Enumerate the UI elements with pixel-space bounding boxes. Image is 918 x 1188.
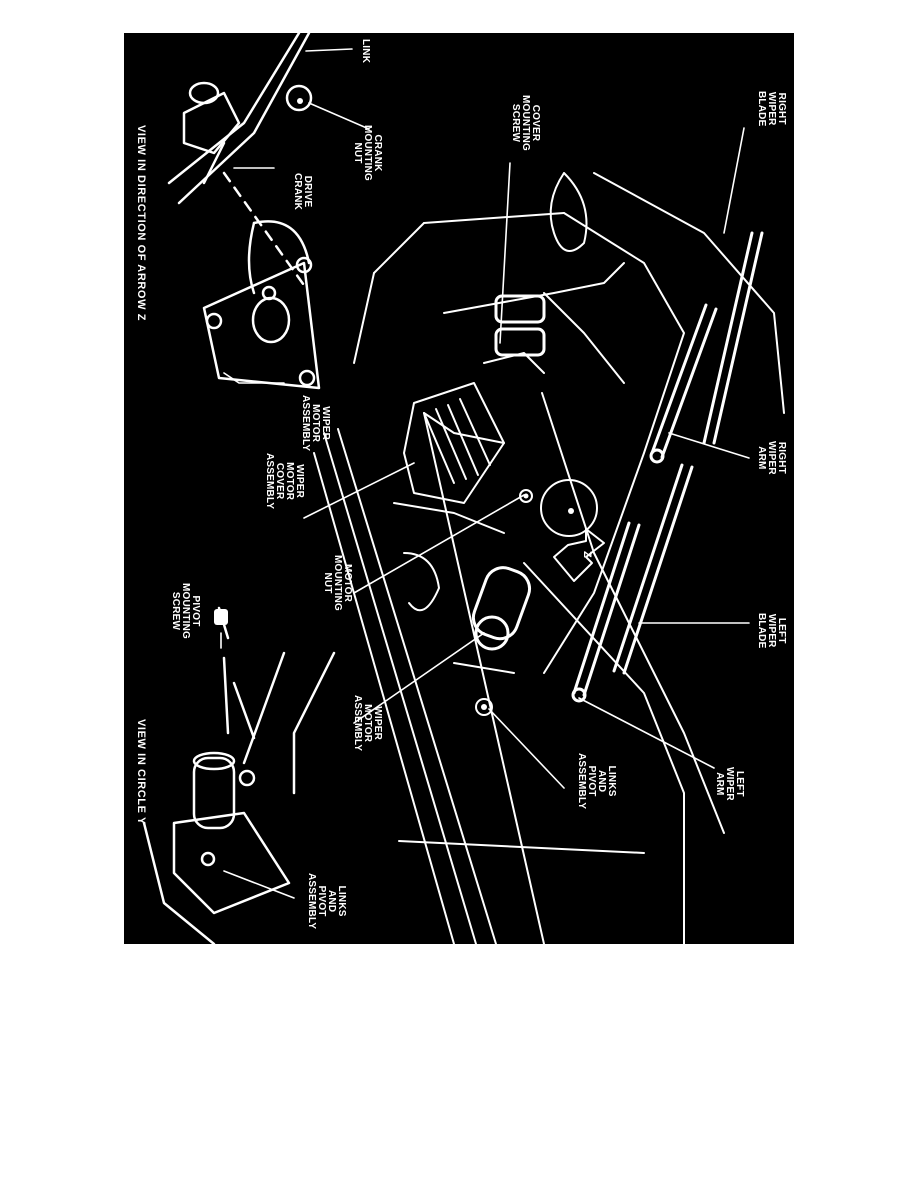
label-right-wiper-blade: RIGHT WIPER BLADE <box>756 91 787 127</box>
arrow-z-shape <box>553 528 605 582</box>
motor-plate-detail <box>202 220 321 390</box>
label-links-and-pivot-assembly-detail: LINKS AND PIVOT ASSEMBLY <box>306 873 347 930</box>
right-wiper-arm-shape <box>649 303 718 464</box>
round-feature-top <box>403 172 588 612</box>
caption-view-circle-y: VIEW IN CIRCLE Y <box>135 719 147 825</box>
diagram-artwork <box>142 33 785 944</box>
leader-lines <box>220 48 750 899</box>
cowl-panel <box>353 172 785 674</box>
motor-cover-block <box>403 382 505 504</box>
lower-pivot-shape <box>475 698 493 716</box>
label-wiper-motor-cover-assembly: WIPER MOTOR COVER ASSEMBLY <box>264 453 305 510</box>
label-drive-crank: DRIVE CRANK <box>292 173 313 211</box>
label-right-wiper-arm: RIGHT WIPER ARM <box>756 441 787 475</box>
label-cover-mounting-screw: COVER MOUNTING SCREW <box>510 95 541 152</box>
motor-mounting-nut-shape <box>519 489 533 503</box>
left-wiper-arm-shape <box>571 521 641 703</box>
cover-openings <box>494 294 546 357</box>
circle-y-outline <box>540 479 598 537</box>
label-left-wiper-arm: LEFT WIPER ARM <box>714 767 745 801</box>
crank-link-detail <box>167 33 313 290</box>
label-link: LINK <box>360 39 371 64</box>
caption-view-arrow-z: VIEW IN DIRECTION OF ARROW Z <box>135 125 147 322</box>
label-left-wiper-blade: LEFT WIPER BLADE <box>756 613 787 649</box>
wiper-system-diagram: LINK CRANK MOUNTING NUT DRIVE CRANK VIEW… <box>124 33 794 944</box>
label-wiper-motor-assembly-detail: WIPER MOTOR ASSEMBLY <box>300 395 331 452</box>
label-links-and-pivot-assembly-main: LINKS AND PIVOT ASSEMBLY <box>576 753 617 810</box>
label-pivot-mounting-screw: PIVOT MOUNTING SCREW <box>170 583 201 640</box>
main-wiper-motor-shape <box>471 566 532 651</box>
pivot-detail <box>142 606 336 944</box>
right-wiper-blade-shape <box>702 231 764 445</box>
label-wiper-motor-assembly-main: WIPER MOTOR ASSEMBLY <box>352 695 383 752</box>
label-crank-mounting-nut: CRANK MOUNTING NUT <box>352 125 383 182</box>
label-motor-mounting-nut: MOTOR MOUNTING NUT <box>322 555 353 612</box>
arrow-z-letter: Z <box>581 551 593 558</box>
cowl-frame-lines <box>313 392 725 944</box>
left-wiper-blade-shape <box>612 463 694 675</box>
pivot-screw-head <box>214 609 228 625</box>
